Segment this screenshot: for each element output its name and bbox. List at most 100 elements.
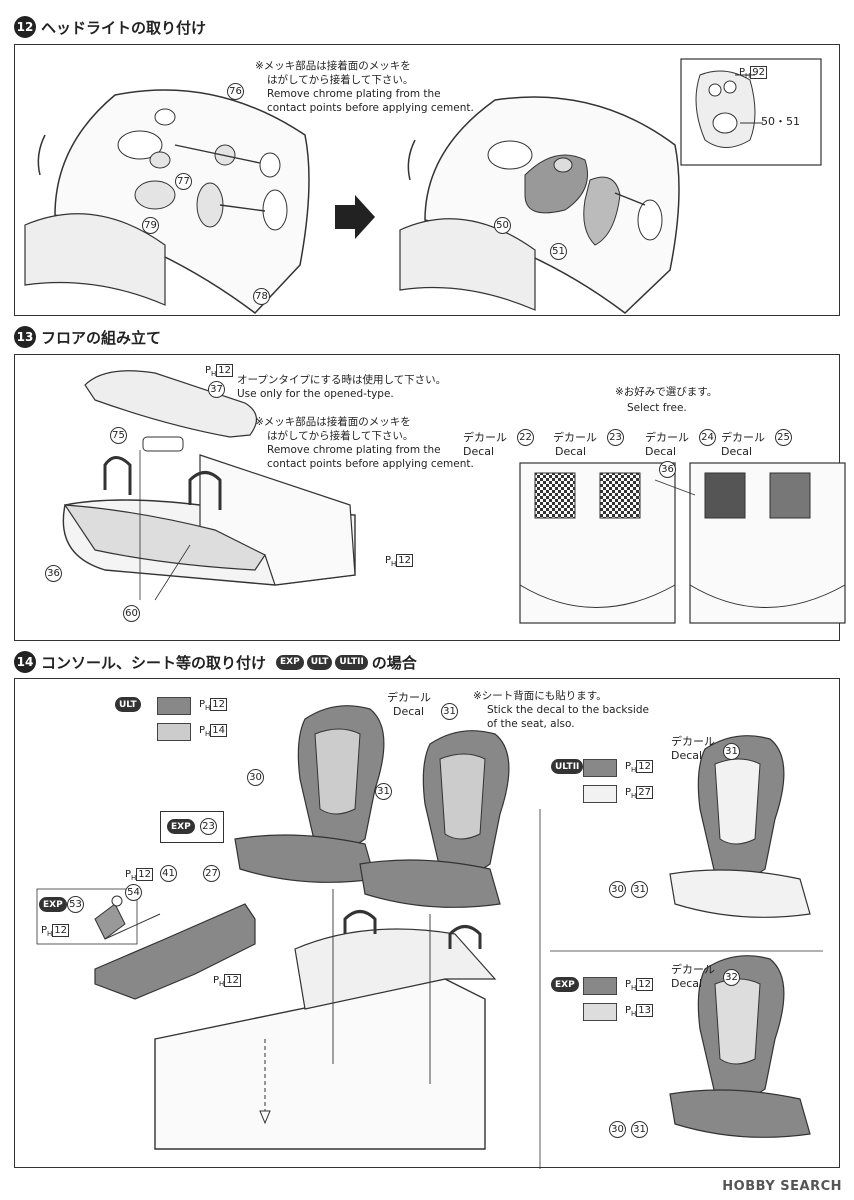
color-swatch [583,1003,617,1021]
color-swatch [583,977,617,995]
part-number: 78 [253,288,270,305]
chrome-note-jp-2: はがしてから接着して下さい。 [267,430,414,442]
step-title: フロアの組み立て [41,328,162,347]
part-number: 41 [160,865,177,882]
watermark: HOBBY SEARCH [722,1179,842,1194]
part-number: 54 [125,884,142,901]
part-number: 60 [123,605,140,622]
step-12-panel: ※メッキ部品は接着面のメッキを はがしてから接着して下さい。 Remove ch… [14,44,840,316]
part-number: 50 [494,217,511,234]
headlight-diagram [24,58,822,315]
part-number: 31 [375,783,392,800]
part-number: 77 [175,173,192,190]
chrome-note-jp-1: ※メッキ部品は接着面のメッキを [255,416,411,428]
console-seat-diagram [36,705,823,1169]
chrome-note-en-1: Remove chrome plating from the [267,444,441,456]
decal-number: 32 [723,969,740,986]
step-title: コンソール、シート等の取り付け [41,653,267,672]
floor-diagram [62,370,846,624]
title-suffix: の場合 [371,653,417,672]
decal-label-en: Decal [463,445,495,458]
decal-number: 22 [517,429,534,446]
chrome-note-jp-2: はがしてから接着して下さい。 [267,74,414,86]
part-number: 79 [142,217,159,234]
ultii-badge: ULTII [551,759,584,774]
part-number: 51 [550,243,567,260]
part-number: 75 [110,427,127,444]
decal-label-en: Decal [645,445,677,458]
decal-note-en-2: of the seat, also. [487,718,575,730]
part-number: 53 [67,896,84,913]
chrome-note-en-2: contact points before applying cement. [267,102,474,114]
decal-label-jp: デカール [553,431,597,444]
decal-label-jp: デカール [721,431,765,444]
step-number-badge: 12 [14,16,36,38]
exp-badge: EXP [276,654,304,670]
part-number: 36 [45,565,62,582]
step-12-header: 12 ヘッドライトの取り付け [14,16,206,38]
step-number-badge: 13 [14,326,36,348]
exp-badge: EXP [39,897,67,912]
decal-label-en: Decal [721,445,753,458]
decal-note-en-1: Stick the decal to the backside [487,704,649,716]
decal-label-en: Decal [671,977,703,990]
decal-label-jp: デカール [645,431,689,444]
step-number-badge: 14 [14,651,36,673]
decal-label-en: Decal [671,749,703,762]
ult-badge: ULT [306,654,333,670]
color-swatch [583,785,617,803]
part-number: 30 [609,1121,626,1138]
decal-label-jp: デカール [387,691,431,704]
part-number: 30 [609,881,626,898]
chrome-note-en-1: Remove chrome plating from the [267,88,441,100]
select-note-jp: ※お好みで選びます。 [615,386,718,398]
color-swatch [157,723,191,741]
ult-badge: ULT [115,697,141,712]
decal-number: 23 [200,818,217,835]
decal-label-jp: デカール [671,963,715,976]
chrome-note-en-2: contact points before applying cement. [267,458,474,470]
ultii-badge: ULTII [335,654,368,670]
exp-decal-box: EXP 23 [160,811,224,843]
decal-number: 23 [607,429,624,446]
part-number: 76 [227,83,244,100]
select-note-en: Select free. [627,402,687,414]
color-swatch [157,697,191,715]
decal-label-en: Decal [393,705,425,718]
chrome-note-jp-1: ※メッキ部品は接着面のメッキを [255,60,411,72]
decal-number: 24 [699,429,716,446]
color-swatch [583,759,617,777]
step-13-header: 13 フロアの組み立て [14,326,161,348]
inset-parts-label: 50・51 [761,115,800,128]
exp-badge: EXP [167,819,195,834]
decal-label-en: Decal [555,445,587,458]
exp-badge: EXP [551,977,579,992]
part-number: 31 [631,1121,648,1138]
step-title: ヘッドライトの取り付け [41,18,207,37]
part-number: 36 [659,461,676,478]
part-number: 31 [631,881,648,898]
decal-number: 25 [775,429,792,446]
step-14-header: 14 コンソール、シート等の取り付け EXP ULT ULTII の場合 [14,651,417,673]
decal-note-jp: ※シート背面にも貼ります。 [473,690,607,702]
open-note-en: Use only for the opened-type. [237,388,394,400]
decal-number: 31 [723,743,740,760]
decal-number: 31 [441,703,458,720]
part-number: 37 [208,381,225,398]
decal-label-jp: デカール [671,735,715,748]
decal-label-jp: デカール [463,431,507,444]
